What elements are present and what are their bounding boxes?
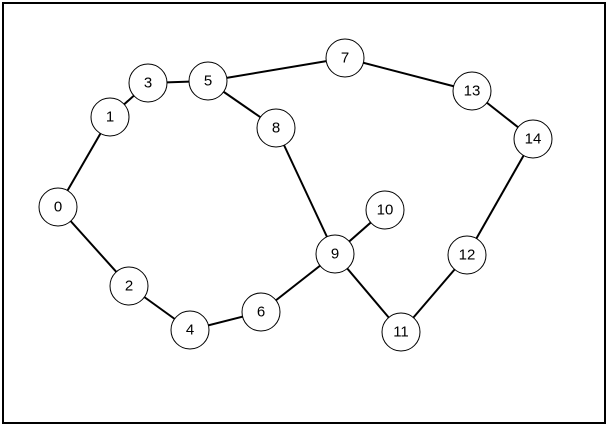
node-label: 2 (125, 278, 133, 295)
node-circle (90, 97, 130, 137)
node-9: 9 (315, 234, 355, 274)
node-label: 0 (54, 199, 62, 216)
node-circle (128, 63, 168, 103)
node-circle (513, 119, 553, 159)
node-circle (365, 190, 405, 230)
node-7: 7 (325, 38, 365, 78)
node-2: 2 (109, 266, 149, 306)
node-12: 12 (447, 235, 487, 275)
node-label: 4 (186, 322, 194, 339)
node-1: 1 (90, 97, 130, 137)
node-label: 5 (204, 73, 212, 90)
node-8: 8 (256, 108, 296, 148)
node-label: 1 (106, 109, 114, 126)
node-label: 10 (377, 202, 394, 219)
node-circle (109, 266, 149, 306)
node-13: 13 (452, 71, 492, 111)
node-0: 0 (38, 187, 78, 227)
node-label: 9 (331, 246, 339, 263)
node-10: 10 (365, 190, 405, 230)
node-label: 12 (459, 247, 476, 264)
node-3: 3 (128, 63, 168, 103)
node-circle (381, 312, 421, 352)
node-label: 11 (393, 324, 409, 341)
node-6: 6 (241, 292, 281, 332)
node-circle (170, 310, 210, 350)
node-label: 3 (144, 75, 152, 92)
node-circle (188, 61, 228, 101)
node-label: 8 (272, 120, 280, 137)
node-label: 7 (341, 50, 349, 67)
edge-7-13 (344, 57, 473, 92)
node-circle (241, 292, 281, 332)
node-4: 4 (170, 310, 210, 350)
node-circle (38, 187, 78, 227)
node-11: 11 (381, 312, 421, 352)
node-label: 6 (257, 304, 265, 321)
edge-9-8 (275, 127, 336, 255)
node-14: 14 (513, 119, 553, 159)
node-circle (315, 234, 355, 274)
node-5: 5 (188, 61, 228, 101)
node-circle (447, 235, 487, 275)
edge-5-7 (207, 57, 346, 82)
edge-14-12 (466, 138, 534, 256)
node-circle (452, 71, 492, 111)
node-circle (256, 108, 296, 148)
node-label: 14 (525, 131, 542, 148)
node-circle (325, 38, 365, 78)
node-label: 13 (464, 83, 481, 100)
